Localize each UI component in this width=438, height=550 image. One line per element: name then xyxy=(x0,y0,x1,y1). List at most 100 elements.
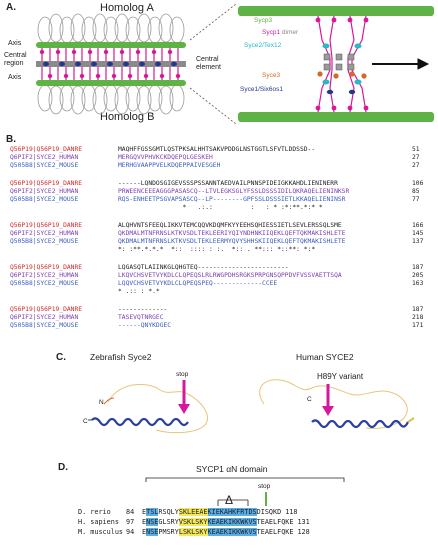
homolog-b-label: Homolog B xyxy=(100,111,155,123)
central-element-line2: element xyxy=(196,64,221,71)
zoom-axis-top xyxy=(238,6,434,16)
sequence-id: Q6PIF2|SYCE2_HUMAN xyxy=(10,314,79,321)
zoom-arrow xyxy=(372,58,430,70)
sequence-end-number: 187 xyxy=(412,264,424,271)
start-residue: 97 xyxy=(126,518,135,526)
zebrafish-stop-arrow xyxy=(178,380,190,414)
sequence-end-number: 77 xyxy=(412,196,420,203)
domain-alignment-row: D. rerio 84 ETSLRSQLYSKLEEAEKIEKAHKFRTDSDI… xyxy=(78,508,297,516)
species-name: D. rerio xyxy=(78,508,111,516)
h89y-variant-label: H89Y variant xyxy=(317,372,364,381)
sequence-end-number: 171 xyxy=(412,322,424,329)
sequence-end-number: 163 xyxy=(412,280,424,287)
end-residue: 131 xyxy=(297,518,310,526)
human-helix xyxy=(311,419,409,429)
central-region-label: Central region xyxy=(4,52,27,68)
central-element-label: Central element xyxy=(196,56,221,72)
h89y-variant-arrow xyxy=(322,384,334,416)
sequence-residues: ALQHVNTSFEEQLIKKVTEMCQQVKDQMFKYYEEHSQHIE… xyxy=(118,222,342,229)
panel-c-letter: C. xyxy=(56,352,66,363)
chromatin-loops-bottom xyxy=(37,84,185,115)
zoom-label-syce2-tex12: Syce2/Tex12 xyxy=(244,42,282,49)
sequence-id: Q6PIF2|SYCE2_HUMAN xyxy=(10,272,79,279)
zoom-axis-bottom xyxy=(238,112,434,122)
sequence-residues: LKQVCHSVETVYKDLCLQPEQSLRLRWGPDHSRGKSPRPG… xyxy=(118,272,342,279)
sequence-id: Q6PIF2|SYCE2_HUMAN xyxy=(10,154,79,161)
zebrafish-n-tail xyxy=(103,397,115,405)
sequence-residues: TASEVQTNRGEC xyxy=(118,314,164,321)
homolog-a-label: Homolog A xyxy=(100,2,154,14)
sequence-id: Q6PIF2|SYCE2_HUMAN xyxy=(10,188,79,195)
sequence-residues: ------LQNDOSGIGEVSSSPSSANNTAEDVAILPNNSPI… xyxy=(118,180,338,187)
zoom-label-dimer: dimer xyxy=(281,29,299,36)
axis-bottom-label: Axis xyxy=(8,74,22,81)
zoom-sycp1-heads xyxy=(315,17,369,111)
sycp1-alpha-n-domain-label: SYCP1 αN domain xyxy=(196,464,268,474)
sequence-end-number: 51 xyxy=(412,146,420,153)
alignment-row: Q505B8|SYCE2_MOUSE QKDMALMTNFRNSLKTKVSDLT… xyxy=(10,238,434,246)
sequence-end-number: 85 xyxy=(412,188,420,195)
panel-d-letter: D. xyxy=(58,462,68,473)
synaptonemal-complex-diagram xyxy=(36,3,434,125)
zoom-label-syce1-six6os1: Syce1/Six6os1 xyxy=(240,86,283,93)
sequence-residues: ------QNYKDGEC xyxy=(118,322,172,329)
sequence-end-number: 106 xyxy=(412,180,424,187)
chromatin-loops-top xyxy=(37,13,185,44)
domain-bracket xyxy=(145,477,345,506)
end-residue: 118 xyxy=(285,508,298,516)
domain-sequence: ENSEPMSRYLSKLSKYKEAEKIKKWKVSTEAELFQKE xyxy=(142,528,294,536)
zebrafish-disordered-loop xyxy=(107,383,208,434)
panel-b-letter: B. xyxy=(6,134,16,145)
sequence-residues: MERHGVAAPPVELKDQEPPAIVESGEH xyxy=(118,162,221,169)
panel-d-stop-label: stop xyxy=(258,483,271,490)
sequence-id: Q56P19|Q56P19_DANRE xyxy=(10,180,83,187)
axis-bar-top xyxy=(36,42,186,48)
human-disordered-loop xyxy=(259,379,408,429)
zoom-syce3-proteins xyxy=(317,71,367,79)
sequence-residues: PRWEENCEEEAGGGPASASCQ--LTVLEGKSGLYFSSLDS… xyxy=(118,188,350,195)
zebrafish-helix xyxy=(91,417,189,427)
sequence-end-number: 27 xyxy=(412,154,420,161)
filament-heads-top xyxy=(39,49,173,55)
sequence-end-number: 27 xyxy=(412,162,420,169)
zoom-label-syce3: Syce3 xyxy=(262,72,281,79)
conservation-line: * .:.: : : * :*:**.*:* * xyxy=(118,204,323,211)
sequence-id: Q505B8|SYCE2_MOUSE xyxy=(10,196,79,203)
alignment-row: Q6PIF2|SYCE2_HUMAN PRWEENCEEEAGGGPASASCQ-… xyxy=(10,188,434,196)
species-name: M. musculus xyxy=(78,528,124,536)
end-residue: 128 xyxy=(297,528,310,536)
zoom-syce1-proteins xyxy=(326,89,356,95)
sequence-end-number: 145 xyxy=(412,230,424,237)
sequence-end-number: 205 xyxy=(412,272,424,279)
species-name: H. sapiens xyxy=(78,518,119,526)
start-residue: 84 xyxy=(126,508,135,516)
zoom-syce2-proteins xyxy=(322,43,362,85)
sequence-end-number: 187 xyxy=(412,306,424,313)
sequence-residues: RQS-ENHEETPSGVAPSASCQ--LP--------GPFSSLD… xyxy=(118,196,346,203)
sequence-id: Q505B8|SYCE2_MOUSE xyxy=(10,238,79,245)
zoom-label-sycp1: Sycp1 dimer xyxy=(262,29,298,36)
protein-structures xyxy=(88,379,415,434)
sequence-residues: LQGASQTLAIINKGLQHGTEQ-------------------… xyxy=(118,264,289,271)
alignment-row: Q56P19|Q56P19_DANRE LQGASQTLAIINKGLQHGTEQ… xyxy=(10,264,434,272)
sequence-residues: QKDMALMTNFRNSLKTKVSDLTEKLEERMYQVYSHHSKII… xyxy=(118,238,346,245)
sequence-residues: QKDMALMTNFRNSLKTKVSDLTEKLEERIYQIYNDHNKII… xyxy=(118,230,346,237)
zoom-line-bottom xyxy=(189,87,237,125)
domain-bracket-line xyxy=(145,477,345,482)
domain-sequence: ETSLRSQLYSKLEEAEKIEKAHKFRTDSDISQKD xyxy=(142,508,282,516)
filament-heads-bottom xyxy=(47,73,181,79)
zebrafish-stop-label: stop xyxy=(176,371,189,378)
sequence-residues: ------------- xyxy=(118,306,168,313)
sequence-end-number: 218 xyxy=(412,314,424,321)
sequence-id: Q56P19|Q56P19_DANRE xyxy=(10,264,83,271)
zebrafish-n-terminus: N xyxy=(99,399,104,406)
axis-bar-bottom xyxy=(36,80,186,86)
